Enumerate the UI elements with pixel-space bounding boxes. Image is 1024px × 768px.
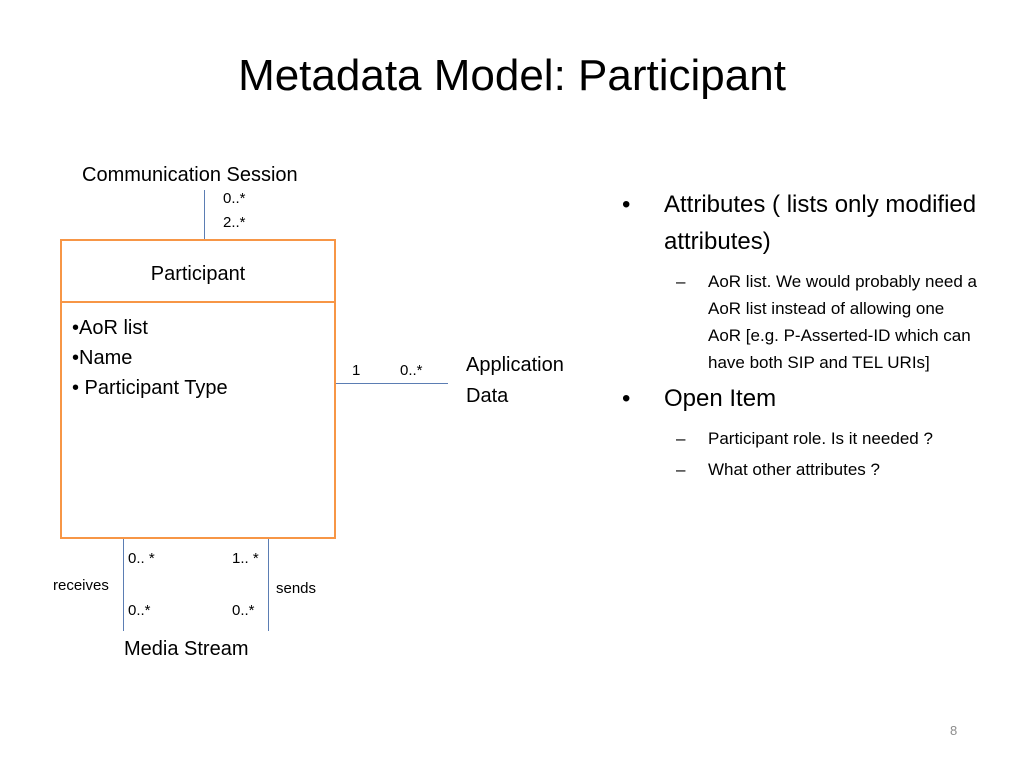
- sends-label: sends: [276, 580, 317, 597]
- dash-icon: –: [676, 272, 686, 291]
- bullet-attributes: • Attributes ( lists only modified attri…: [620, 186, 980, 260]
- attribute-participant-type: • Participant Type: [72, 377, 228, 399]
- media-stream-label: Media Stream: [124, 638, 249, 660]
- dash-icon: –: [676, 429, 686, 448]
- communication-session-label: Communication Session: [82, 164, 298, 186]
- receives-multiplicity-top: 0.. *: [128, 550, 155, 567]
- slide-title: Metadata Model: Participant: [238, 51, 786, 100]
- attribute-name: •Name: [72, 347, 133, 369]
- sub-bullet-participant-role-text: Participant role. Is it needed ?: [708, 429, 933, 448]
- bullet-open-item: • Open Item: [620, 380, 980, 417]
- app-data-multiplicity-near: 1: [352, 362, 361, 379]
- sub-bullet-aor-list: – AoR list. We would probably need a AoR…: [620, 268, 980, 376]
- session-association-line: [204, 190, 205, 239]
- application-data-label-line2: Data: [466, 385, 509, 407]
- sub-bullet-other-attributes-text: What other attributes ?: [708, 460, 880, 479]
- session-multiplicity-1: 0..*: [223, 190, 246, 207]
- sub-bullet-participant-role: – Participant role. Is it needed ?: [620, 425, 980, 452]
- attribute-aor-list: •AoR list: [72, 317, 148, 339]
- bullet-list: • Attributes ( lists only modified attri…: [620, 186, 980, 487]
- bullet-dot-icon: •: [622, 385, 631, 412]
- participant-attributes: •AoR list •Name • Participant Type: [62, 303, 334, 403]
- sends-multiplicity-bottom: 0..*: [232, 602, 255, 619]
- sub-bullet-aor-list-text: AoR list. We would probably need a AoR l…: [708, 272, 978, 372]
- application-data-label-line1: Application: [466, 354, 564, 376]
- bullet-dot-icon: •: [622, 191, 631, 218]
- receives-multiplicity-bottom: 0..*: [128, 602, 151, 619]
- sends-association-line: [268, 539, 269, 631]
- app-data-multiplicity-far: 0..*: [400, 362, 423, 379]
- page-number: 8: [950, 723, 958, 738]
- participant-class-name: Participant: [62, 241, 334, 303]
- bullet-open-item-text: Open Item: [664, 385, 777, 412]
- dash-icon: –: [676, 460, 686, 479]
- sends-multiplicity-top: 1.. *: [232, 550, 259, 567]
- bullet-attributes-text: Attributes ( lists only modified attribu…: [664, 191, 977, 255]
- participant-class-box: Participant •AoR list •Name • Participan…: [60, 239, 336, 539]
- application-data-association-line: [336, 383, 448, 384]
- receives-association-line: [123, 539, 124, 631]
- sub-bullet-other-attributes: – What other attributes ?: [620, 456, 980, 483]
- receives-label: receives: [53, 577, 109, 594]
- session-multiplicity-2: 2..*: [223, 214, 246, 231]
